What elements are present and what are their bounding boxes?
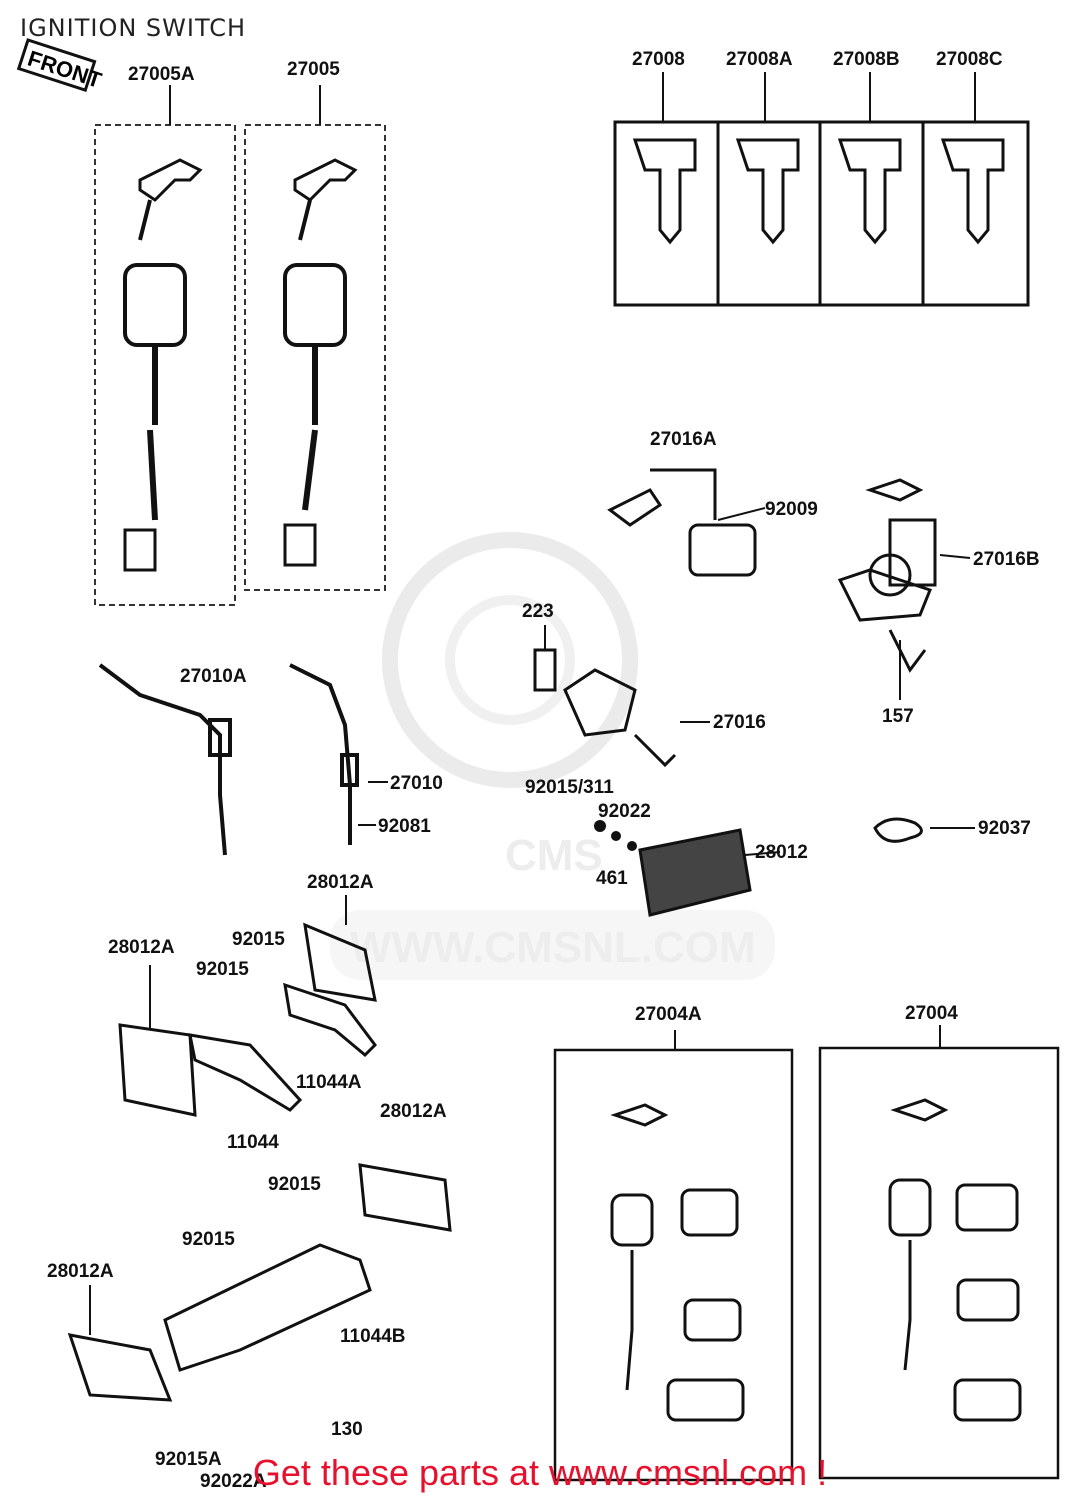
part-label: 28012A — [108, 937, 175, 958]
diagram-title: IGNITION SWITCH — [20, 14, 247, 42]
plate-bracket-upper — [118, 922, 377, 1117]
keys-box — [613, 120, 1030, 307]
part-label: 11044 — [227, 1132, 279, 1153]
ignition-switch-27004 — [888, 1098, 1022, 1422]
part-label: 92015 — [196, 959, 249, 980]
watermark-logo: CMS WWW.CMSNL.COM — [330, 532, 775, 980]
part-label: 28012 — [755, 842, 808, 863]
ignition-switch-27005 — [283, 158, 358, 567]
part-label: 27008A — [726, 49, 793, 70]
part-label: 11044B — [340, 1326, 406, 1347]
wire-27010 — [289, 663, 359, 845]
box-27005a — [94, 124, 386, 606]
part-label: 92022 — [598, 801, 651, 822]
wire-27010a — [98, 663, 232, 856]
lock-27016 — [533, 648, 677, 768]
part-label: 92015A — [155, 1449, 222, 1470]
ignition-switch-27005a — [123, 158, 203, 572]
footer-link[interactable]: Get these parts at www.cmsnl.com ! — [252, 1452, 828, 1493]
part-label: 27008B — [833, 49, 900, 70]
part-label: 27004A — [635, 1004, 702, 1025]
reflector-28012 — [594, 820, 752, 917]
clip-92037 — [873, 817, 923, 843]
part-label: 28012A — [380, 1101, 447, 1122]
part-label: 27010 — [390, 773, 443, 794]
lock-set-27016a — [607, 468, 757, 577]
part-label: 27016 — [713, 712, 766, 733]
part-label: 28012A — [47, 1261, 114, 1282]
part-label: 92015/311 — [525, 777, 614, 798]
front-marker: FRONT — [16, 38, 105, 93]
lock-set-27016b — [837, 478, 937, 673]
part-label: 27016B — [973, 549, 1040, 570]
part-label: 27008 — [632, 49, 685, 70]
part-label: 157 — [882, 706, 914, 727]
part-label: 27008C — [936, 49, 1003, 70]
part-label: 27010A — [180, 666, 247, 687]
part-label: 92015 — [182, 1229, 235, 1250]
part-label: 27005 — [287, 59, 340, 80]
part-labels: 27005A 27005 27008 27008A 27008B 27008C … — [47, 49, 1040, 1492]
part-label: 27016A — [650, 429, 717, 450]
part-label: 92015 — [268, 1174, 321, 1195]
plate-bracket-lower — [67, 1163, 452, 1402]
part-label: 92022A — [200, 1471, 267, 1492]
key-icons — [632, 138, 1005, 245]
part-label: 92009 — [765, 499, 818, 520]
part-label: 92015 — [232, 929, 285, 950]
part-label: 11044A — [296, 1072, 362, 1093]
part-label: 27004 — [905, 1003, 958, 1024]
part-label: 28012A — [307, 872, 374, 893]
part-label: 130 — [331, 1419, 363, 1440]
svg-text:CMS: CMS — [505, 831, 603, 880]
leader-lines — [89, 72, 976, 1335]
part-label: 92037 — [978, 818, 1031, 839]
part-label: 461 — [596, 868, 628, 889]
part-label: 223 — [522, 601, 554, 622]
ignition-switch-27004a — [610, 1103, 745, 1422]
part-label: 92081 — [378, 816, 431, 837]
box-27004 — [553, 1046, 1060, 1482]
part-label: 27005A — [128, 64, 195, 85]
watermark-text: WWW.CMSNL.COM — [350, 923, 756, 972]
